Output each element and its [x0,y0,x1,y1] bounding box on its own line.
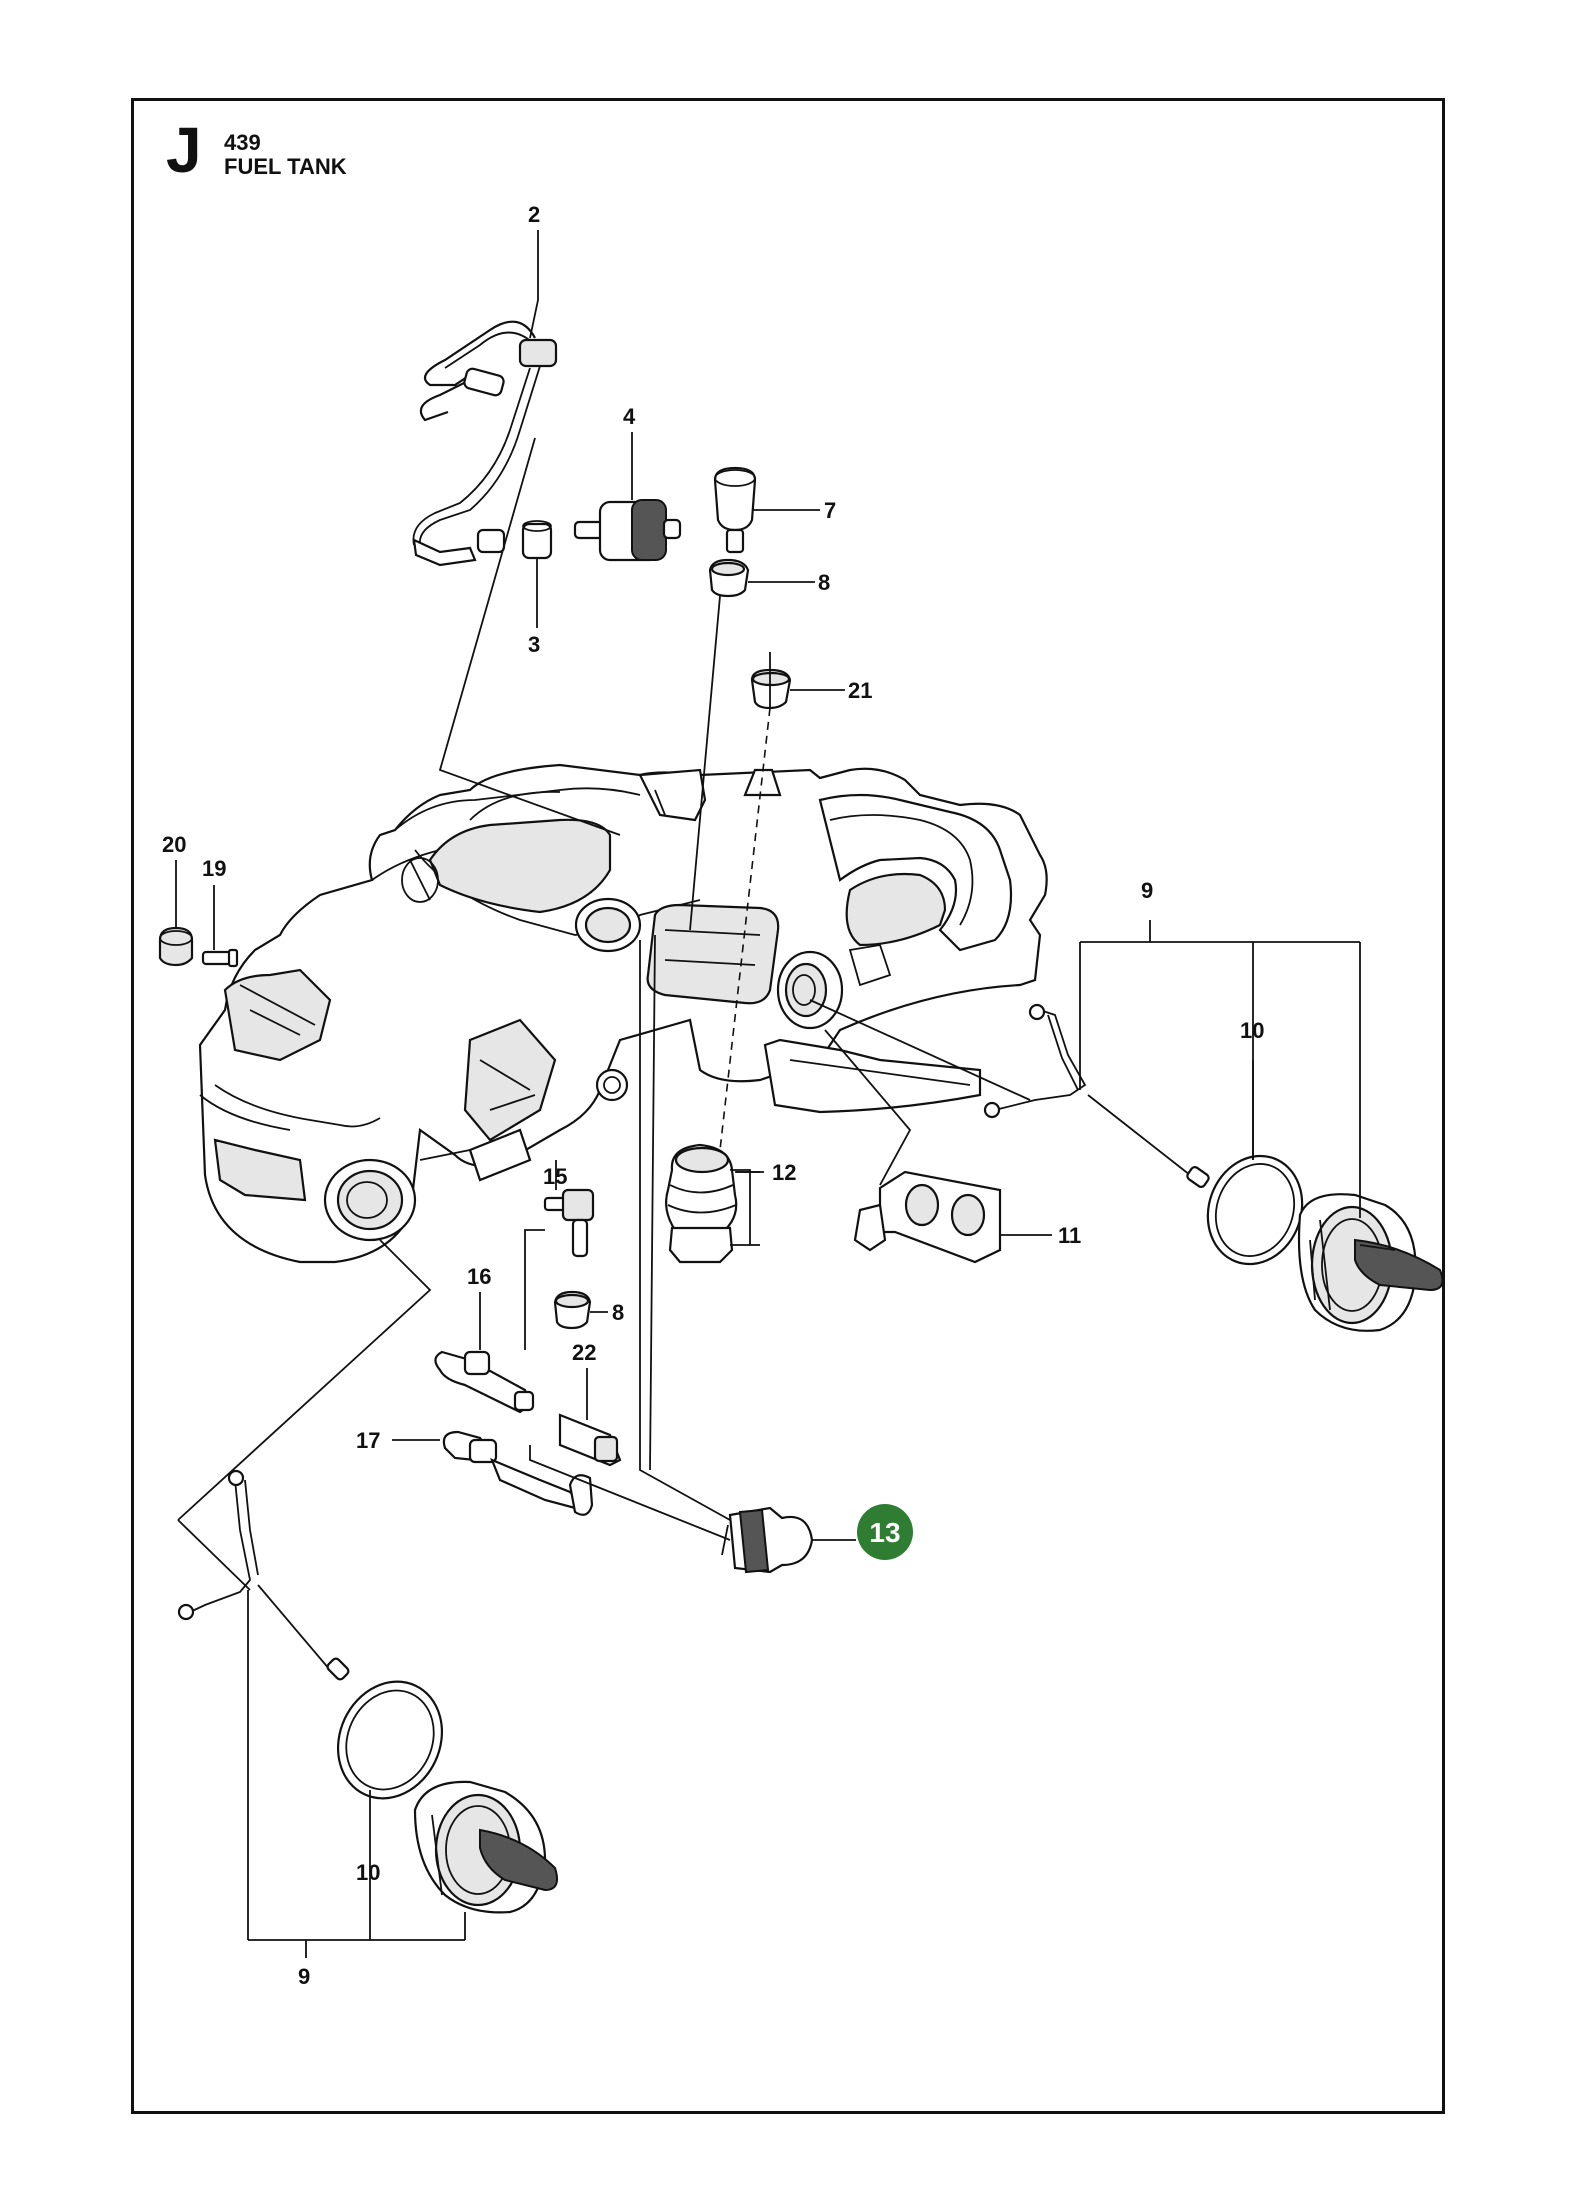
part-hose-17 [442,1430,594,1516]
diagram-frame [131,98,1445,2114]
part-elbow-15 [543,1188,595,1258]
callout-17: 17 [356,1428,380,1453]
callout-11: 11 [1058,1223,1081,1248]
part-screw-19 [201,948,239,968]
part-grommet-8-upper [708,558,750,598]
callout-8-upper: 8 [818,570,830,595]
callout-16: 16 [467,1264,491,1289]
part-sleeve-22 [558,1413,622,1467]
fuel-tank-body [198,763,1048,1264]
part-grommet-3 [521,520,553,560]
part-pickup-13 [721,1506,814,1574]
callout-9-left: 9 [298,1964,310,1989]
highlight-callout-13: 13 [869,1517,900,1548]
part-hose-16 [434,1350,535,1414]
part-cap-assembly-left [177,1469,558,1914]
callout-10-right: 10 [1240,1018,1264,1043]
callout-2: 2 [528,202,540,227]
section-number: 439 [224,130,261,155]
part-fuel-filter [573,499,682,562]
callout-4: 4 [623,404,636,429]
part-grommet-8-lower [553,1290,592,1330]
callout-10-left: 10 [356,1860,380,1885]
callout-3: 3 [528,632,540,657]
section-letter: J [166,114,202,186]
callout-12: 12 [772,1160,796,1185]
section-title: FUEL TANK [224,154,347,179]
callout-labels: 2 3 4 7 8 21 20 19 9 10 12 11 15 16 8 22… [162,202,1264,1989]
callout-19: 19 [202,856,226,881]
callout-22: 22 [572,1340,596,1365]
part-plug-21 [750,668,792,710]
callout-21: 21 [848,678,872,703]
part-bracket-11 [853,1170,1002,1264]
part-fuel-hose [412,320,558,567]
part-pump-12 [665,1143,738,1264]
part-cap-assembly-right [983,1003,1444,1332]
callout-15: 15 [543,1164,567,1189]
callout-20: 20 [162,832,186,857]
highlight-callout-13-badge [857,1504,913,1560]
part-cap-20 [158,926,194,967]
callout-8-lower: 8 [612,1300,624,1325]
callout-9-right: 9 [1141,878,1153,903]
callout-7: 7 [824,498,836,523]
leader-lines [175,230,1361,1958]
part-tank-vent [713,466,757,554]
